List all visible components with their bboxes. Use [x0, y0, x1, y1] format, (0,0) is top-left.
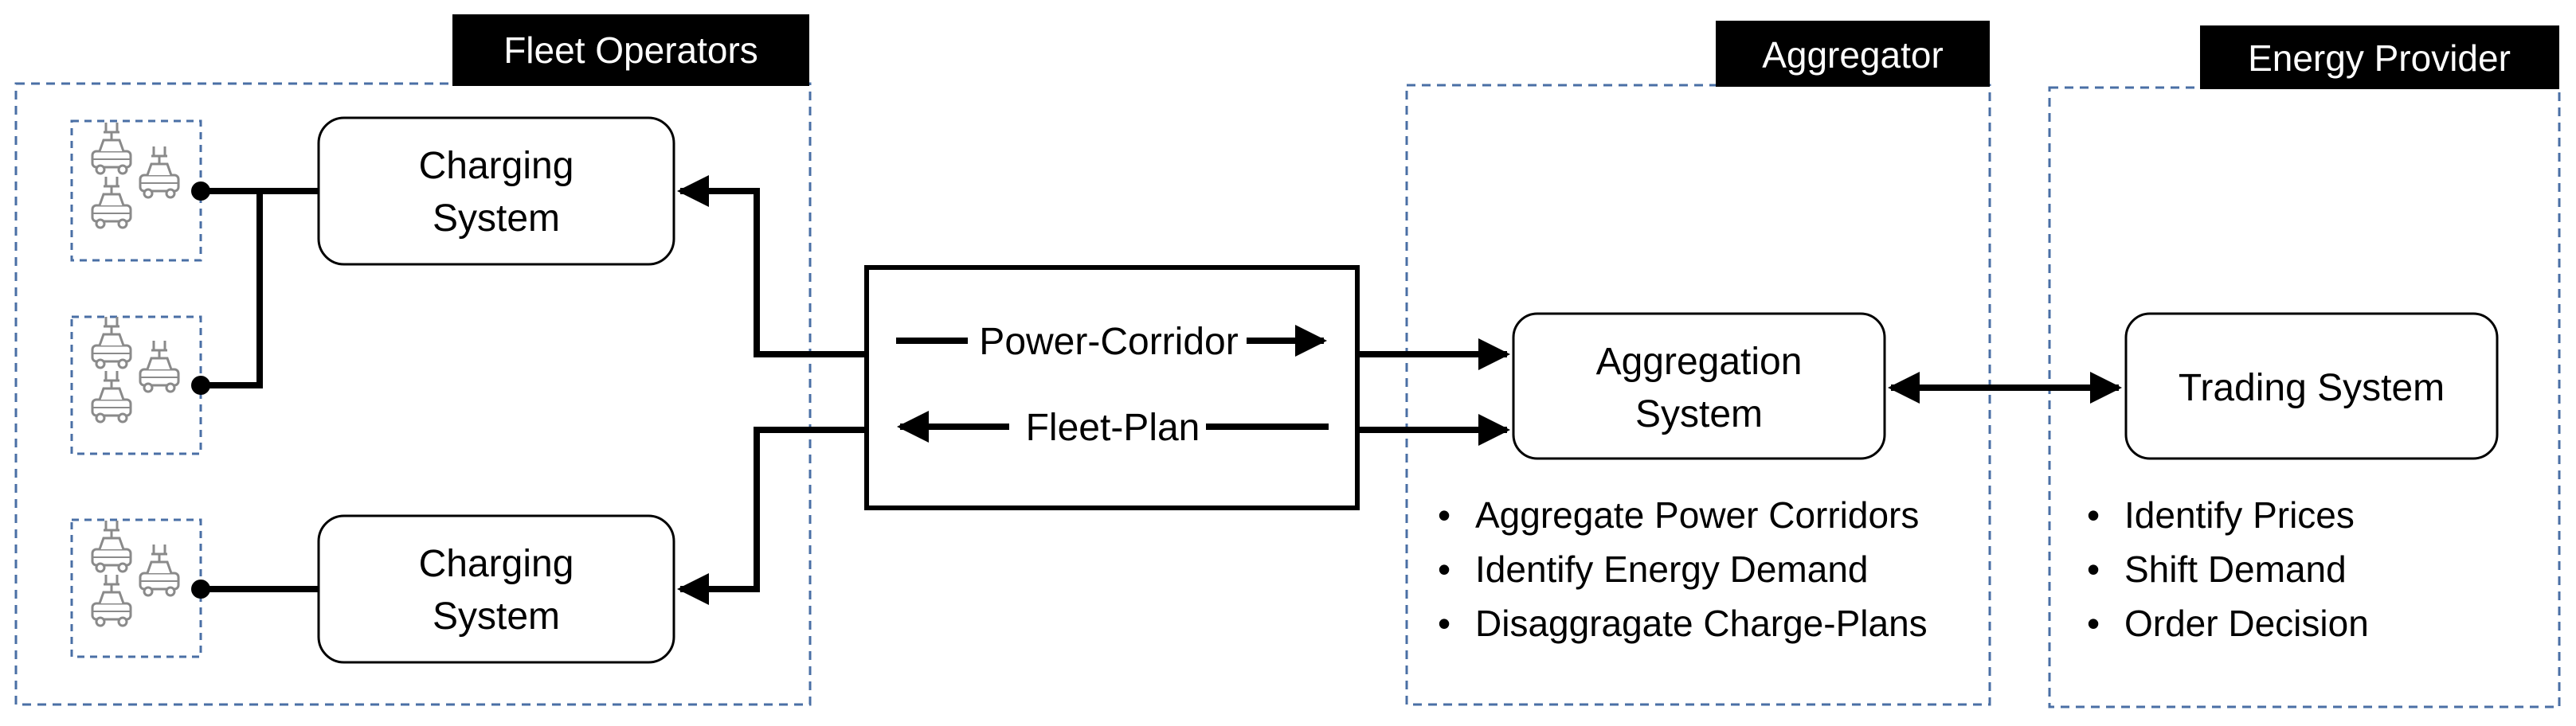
ev-fleet-icon — [70, 315, 202, 455]
bullet-icon: • — [1438, 603, 1450, 644]
aggregator-label: Aggregator — [1762, 34, 1944, 76]
bullet-icon: • — [1438, 494, 1450, 536]
connector-dot — [191, 580, 210, 599]
bullet-icon: • — [2087, 548, 2100, 590]
fleet-connector-middle — [201, 191, 263, 388]
aggregator-bullet-2: Identify Energy Demand — [1475, 548, 1869, 590]
power-corridor-label: Power-Corridor — [979, 321, 1238, 363]
charging-system-top-line1: Charging — [419, 145, 574, 187]
bullet-icon: • — [2087, 494, 2100, 536]
aggregator-tag: Aggregator — [1716, 21, 1990, 87]
charging-system-bottom-line1: Charging — [419, 543, 574, 585]
energy-provider-tag: Energy Provider — [2200, 25, 2559, 89]
aggregator-bullet-list: • Aggregate Power Corridors • Identify E… — [1438, 494, 1928, 644]
energy-provider-bullet-1: Identify Prices — [2124, 494, 2355, 536]
energy-provider-bullet-2: Shift Demand — [2124, 548, 2347, 590]
aggregator-bullet-3: Disaggragate Charge-Plans — [1475, 603, 1928, 644]
fleet-plan-label: Fleet-Plan — [1026, 407, 1200, 449]
aggregator-bullet-1: Aggregate Power Corridors — [1475, 494, 1919, 536]
charging-system-bottom-line2: System — [433, 595, 560, 638]
interface-box — [864, 265, 1360, 510]
energy-provider-label: Energy Provider — [2248, 37, 2511, 79]
energy-provider-container — [2048, 86, 2561, 708]
charging-system-top: Charging System — [317, 116, 675, 266]
trading-system: Trading System — [2124, 312, 2499, 460]
energy-provider-bullet-3: Order Decision — [2124, 603, 2369, 644]
ev-fleet-icon — [70, 119, 202, 262]
bullet-icon: • — [2087, 603, 2100, 644]
fleet-operators-tag: Fleet Operators — [452, 14, 809, 86]
bullet-icon: • — [1438, 548, 1450, 590]
ev-fleet-icon — [70, 518, 202, 658]
connector-dot — [191, 182, 210, 201]
interface-to-charging-top-arrow — [677, 175, 867, 357]
fleet-operators-container — [14, 82, 812, 706]
connector-dot — [191, 376, 210, 395]
trading-system-label: Trading System — [2179, 367, 2445, 409]
charging-system-top-line2: System — [433, 197, 560, 240]
aggregation-system-line1: Aggregation — [1596, 341, 1803, 383]
aggregation-system-line2: System — [1635, 393, 1763, 435]
charging-system-bottom: Charging System — [317, 514, 675, 664]
fleet-operators-label: Fleet Operators — [503, 29, 758, 71]
energy-provider-bullet-list: • Identify Prices • Shift Demand • Order… — [2087, 494, 2369, 644]
aggregation-system: Aggregation System — [1512, 312, 1886, 460]
interface-to-charging-bottom-arrow — [677, 427, 867, 605]
